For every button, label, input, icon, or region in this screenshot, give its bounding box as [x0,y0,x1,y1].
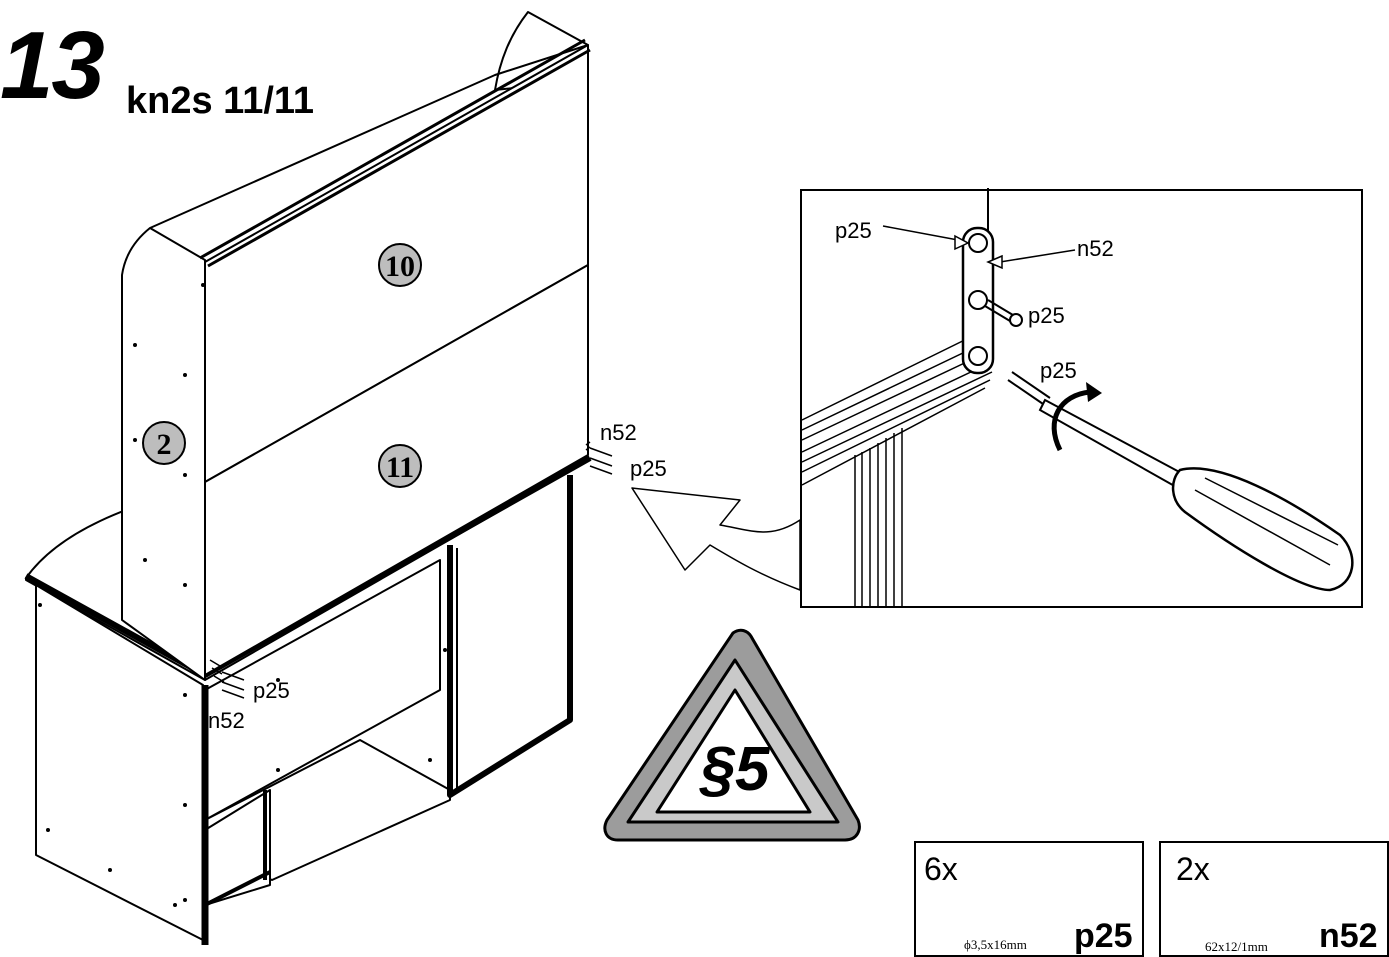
desk-drawing [24,11,613,945]
detail-inset: p25 n52 p25 p25 [800,188,1363,608]
callout-arrow [631,487,801,591]
part-code: p25 [1074,917,1133,955]
warning-triangle-icon: §5 [603,628,861,842]
part-box-p25: 6x ϕ3,5x16mm p25 [914,841,1144,957]
detail-label-p25-mid: p25 [1028,303,1065,328]
detail-label-p25-low: p25 [1040,358,1077,383]
part-dims: 62x12/1mm [1205,939,1268,954]
part-code: n52 [1319,917,1378,955]
panel-number-11: 11 [386,451,414,484]
warning-text: §5 [699,735,771,804]
part-badges: 10 11 2 [142,243,422,488]
step-number: 13 [0,12,105,119]
part-dims: ϕ3,5x16mm [964,937,1027,952]
part-box-n52: 2x 62x12/1mm n52 [1159,841,1389,957]
label-p25-left: p25 [253,678,290,703]
part-qty: 2x [1176,851,1210,887]
panel-number-10: 10 [385,250,415,283]
part-qty: 6x [924,851,958,887]
label-n52-right: n52 [600,420,637,445]
panel-number-2: 2 [157,428,172,461]
step-reference: kn2s 11/11 [126,80,315,122]
detail-label-n52: n52 [1077,236,1114,261]
detail-label-p25-top: p25 [835,218,872,243]
label-p25-right: p25 [630,456,667,481]
label-n52-left: n52 [208,708,245,733]
